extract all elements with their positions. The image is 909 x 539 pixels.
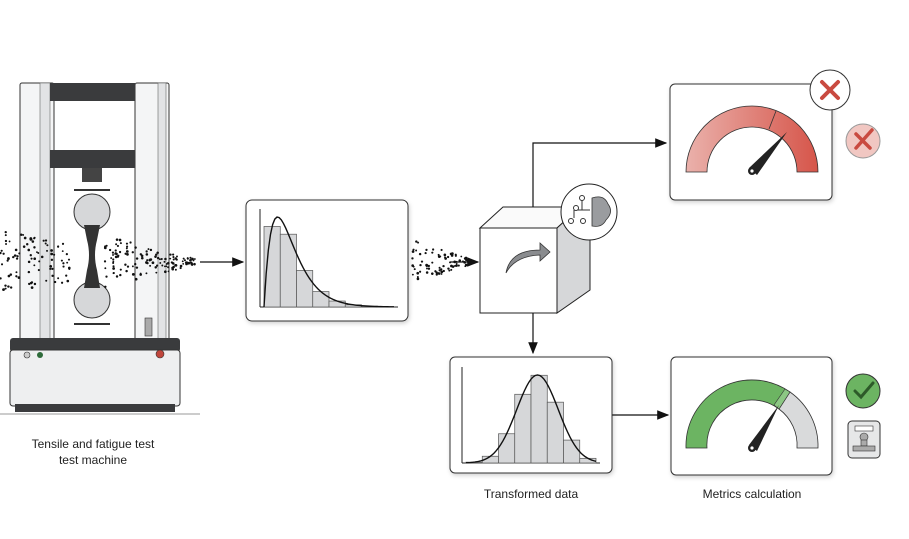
arrow-model-to-fail xyxy=(532,138,668,207)
fail-x-icon xyxy=(845,123,881,159)
fail-gauge xyxy=(669,69,881,201)
machine-label: Tensile and fatigue test test machine xyxy=(13,436,173,468)
transformed-data-label: Transformed data xyxy=(483,487,579,501)
machine-label-line2: test machine xyxy=(58,453,128,467)
curved-arrow-icon xyxy=(505,242,551,274)
transformation-model-cube xyxy=(478,183,618,314)
raw-data-histogram xyxy=(245,199,409,322)
fail-x-icon xyxy=(809,69,851,111)
metrics-calculation-label: Metrics calculation xyxy=(702,487,802,501)
approval-stamp-icon xyxy=(847,420,881,459)
test-machine xyxy=(0,82,200,415)
transformed-data-histogram xyxy=(449,356,613,474)
pass-check-icon xyxy=(845,373,881,409)
particle-stream-icon xyxy=(0,230,471,292)
ai-brain-icon xyxy=(560,183,618,241)
machine-label-line1: Tensile and fatigue test xyxy=(31,437,155,451)
pass-gauge xyxy=(670,356,881,476)
